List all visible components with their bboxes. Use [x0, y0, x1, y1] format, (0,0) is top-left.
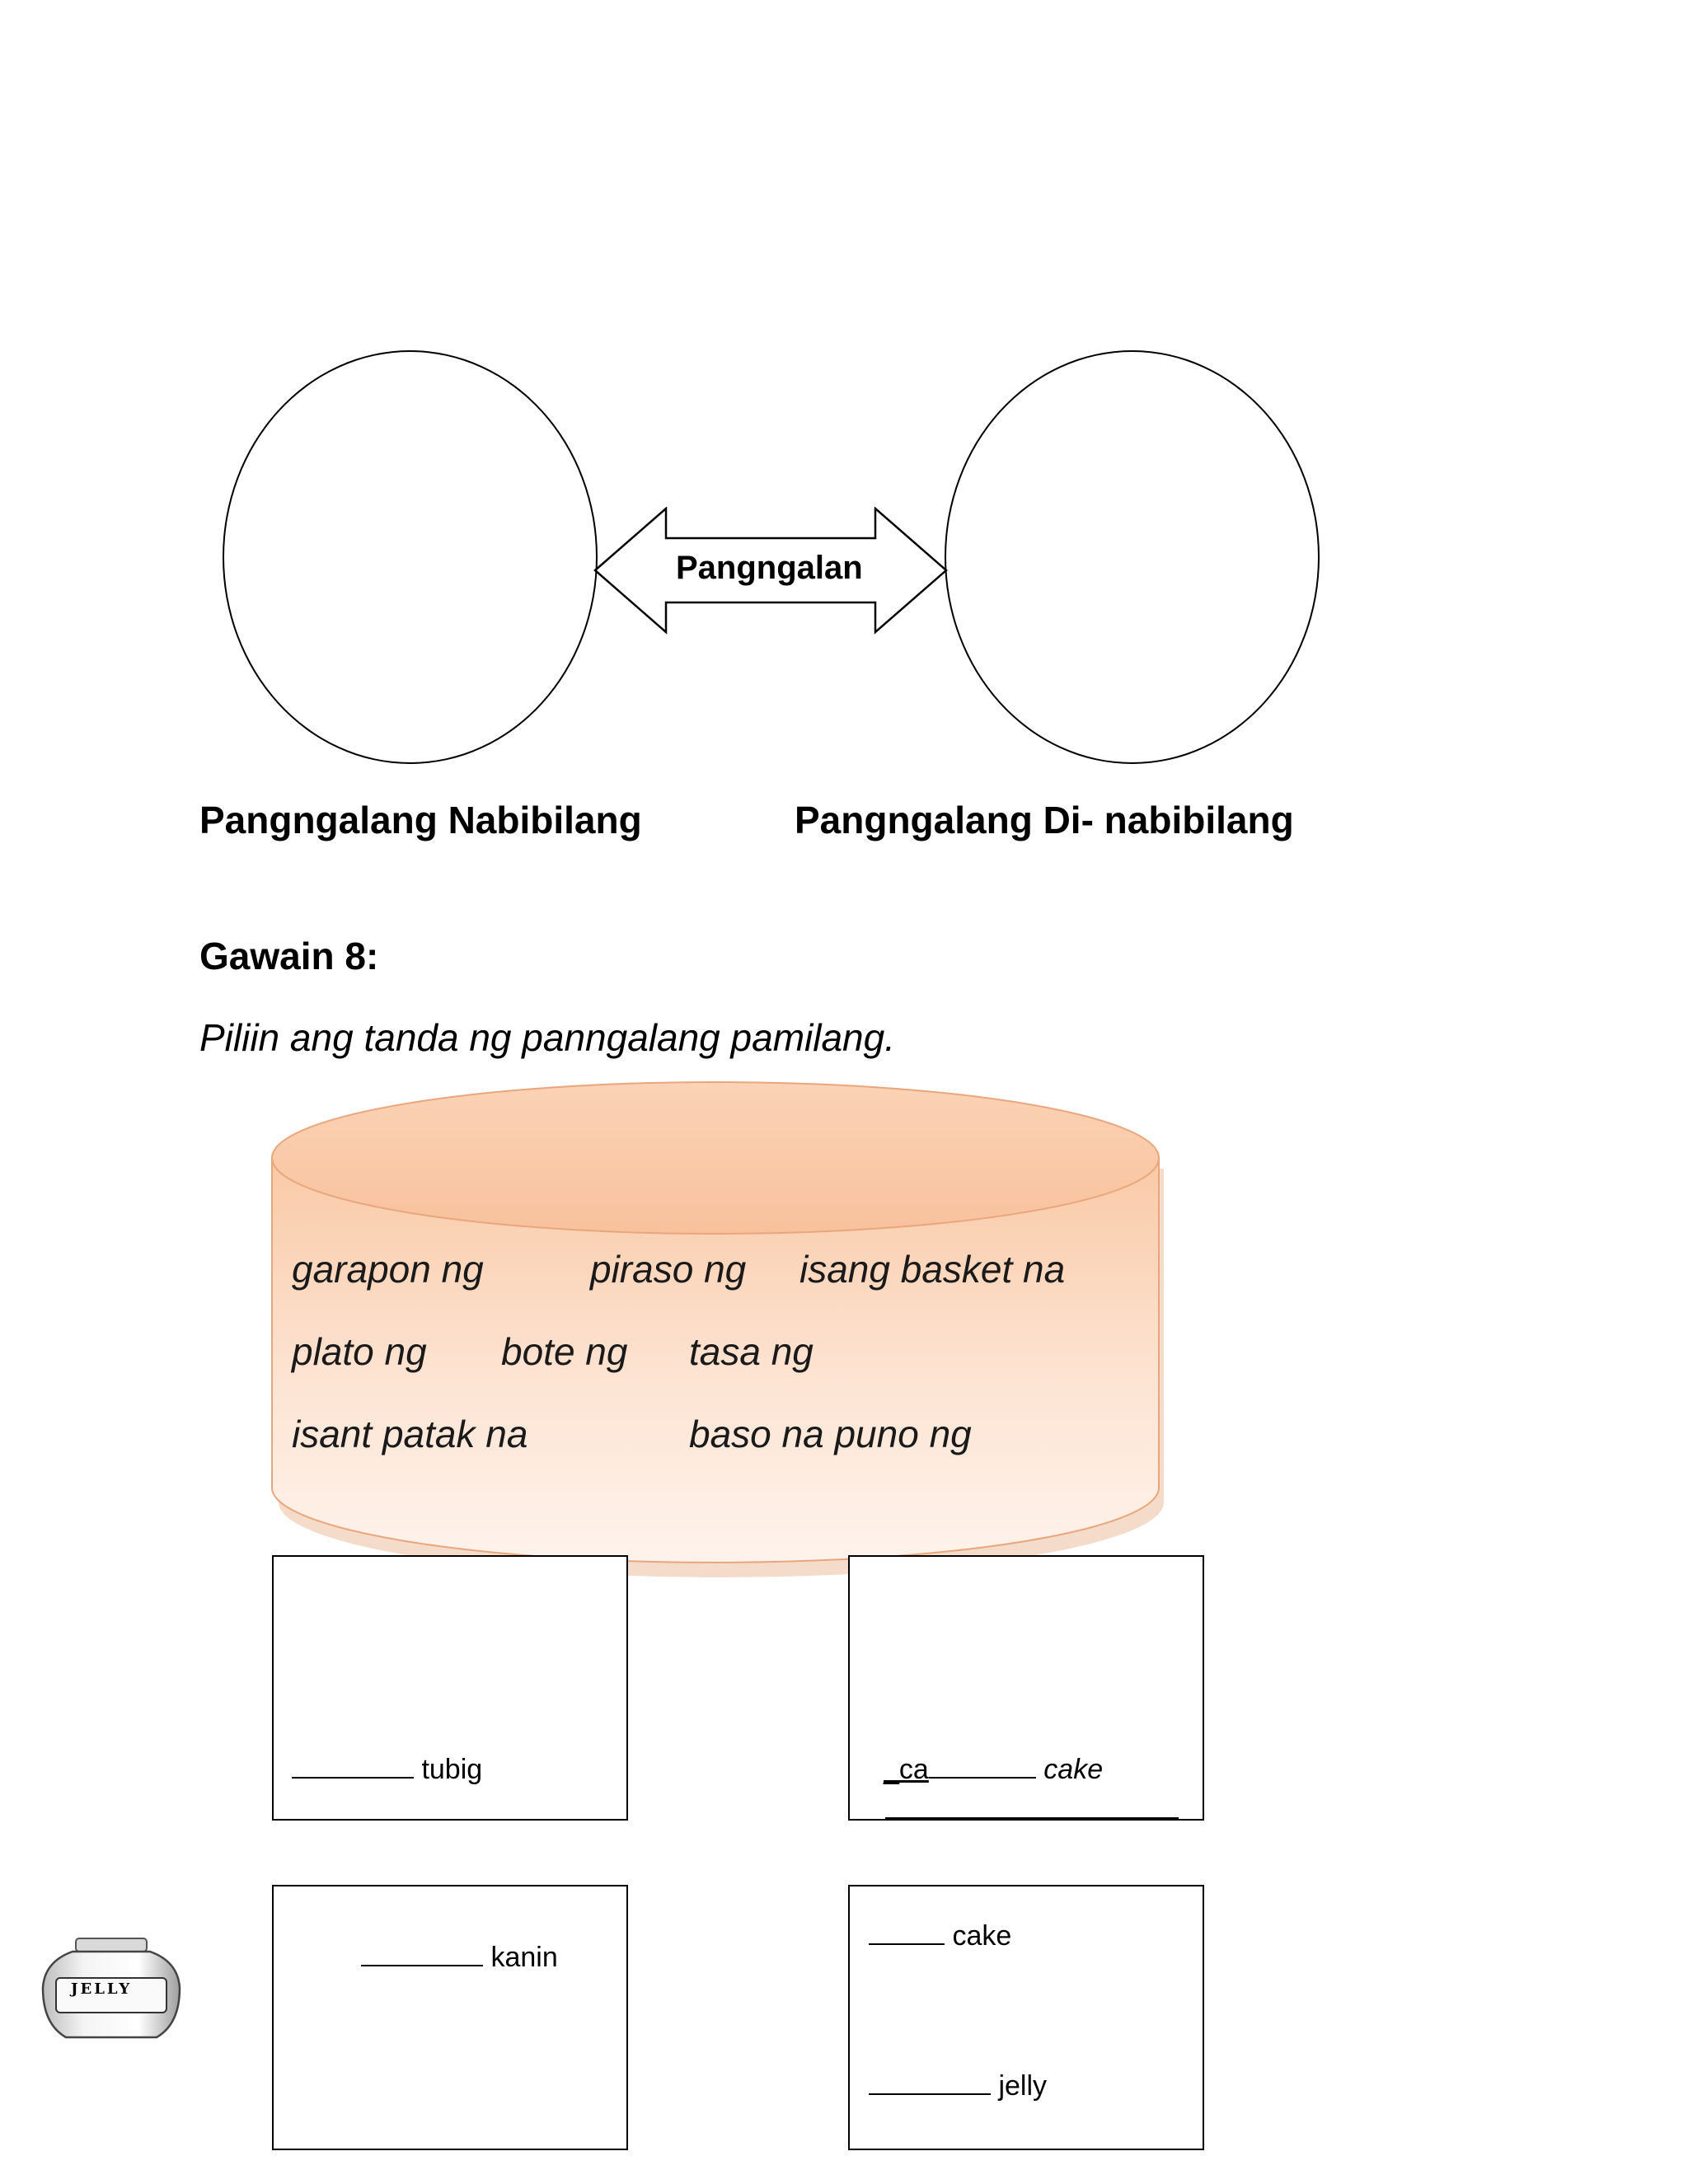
word-bank-item: isang basket na: [799, 1248, 1066, 1291]
word-cake-2: cake: [952, 1920, 1012, 1952]
word-bank-item: baso na puno ng: [689, 1413, 972, 1455]
word-bank-item: bote ng: [501, 1330, 628, 1373]
word-bank-item: garapon ng: [292, 1248, 484, 1291]
word-bank-item: tasa ng: [689, 1330, 814, 1373]
center-label: Pangngalan: [676, 550, 863, 586]
nabibilang-circle: [223, 350, 598, 764]
activity-instruction: Piliin ang tanda ng panngalang pamilang.: [199, 1016, 895, 1059]
word-kanin: kanin: [490, 1942, 558, 1973]
fill-line-tubig[interactable]: tubig: [292, 1750, 482, 1786]
activity-title: Gawain 8:: [199, 935, 379, 977]
right-caption: Pangngalang Di- nabibilang: [795, 799, 1294, 841]
jelly-jar-icon: [41, 1938, 181, 2039]
word-bank-cylinder: [271, 1081, 1164, 1577]
answer-box-cake-jelly: [848, 1885, 1204, 2150]
fill-line-kanin[interactable]: kanin: [361, 1938, 558, 1974]
left-caption: Pangngalang Nabibilang: [199, 799, 642, 841]
word-bank-item: piraso ng: [590, 1248, 747, 1291]
answer-box-cake: [848, 1555, 1204, 1821]
prefix-ca: _ca: [884, 1754, 929, 1785]
di-nabibilang-circle: [945, 350, 1320, 764]
word-cake: cake: [1043, 1754, 1104, 1785]
fill-line-cake[interactable]: _ca cake: [884, 1750, 1103, 1786]
word-bank-item: plato ng: [292, 1330, 427, 1373]
answer-box-tubig: [272, 1555, 628, 1821]
answer-box-kanin: [272, 1885, 628, 2150]
double-arrow: [593, 507, 948, 635]
fill-line-jelly[interactable]: jelly: [869, 2067, 1047, 2102]
fill-line-cake-2[interactable]: cake: [869, 1917, 1011, 1952]
extra-underline: [885, 1817, 1179, 1819]
word-bank-item: isant patak na: [292, 1413, 528, 1455]
word-jelly: jelly: [998, 2070, 1048, 2102]
word-tubig: tubig: [421, 1754, 483, 1785]
jar-label: JELLY: [71, 1980, 133, 1998]
